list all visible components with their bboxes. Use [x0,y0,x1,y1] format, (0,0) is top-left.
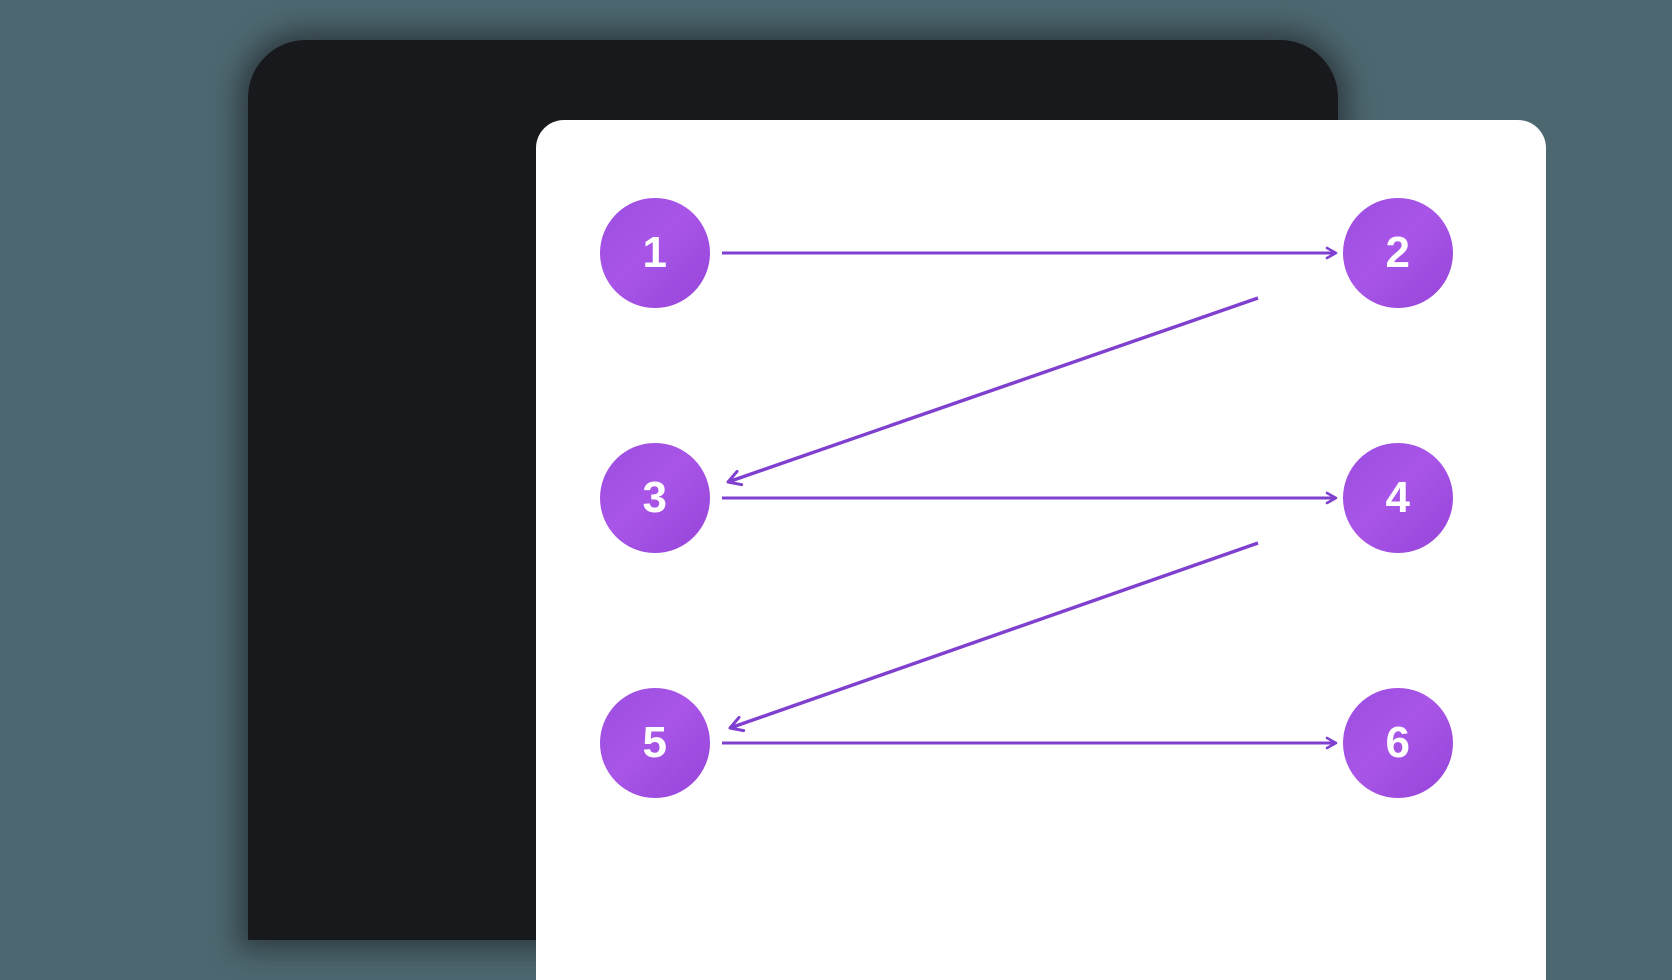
node-label-4: 4 [1385,473,1411,522]
edge-layer [722,246,1338,750]
device-screen: 1 2 3 4 5 6 [536,120,1546,980]
node-label-1: 1 [642,228,668,277]
diagram-canvas: 1 2 3 4 5 6 [536,120,1546,980]
device-frame: 1 2 3 4 5 6 [248,40,1546,980]
graph-node-5[interactable]: 5 [600,688,710,798]
graph-node-4[interactable]: 4 [1343,443,1453,553]
edge-4-to-5 [728,541,1259,733]
edge-2-to-3 [726,296,1259,487]
graph-node-3[interactable]: 3 [600,443,710,553]
graph-node-2[interactable]: 2 [1343,198,1453,308]
node-label-3: 3 [642,473,668,522]
graph-node-6[interactable]: 6 [1343,688,1453,798]
node-label-2: 2 [1385,228,1411,277]
graph-node-1[interactable]: 1 [600,198,710,308]
node-label-6: 6 [1385,718,1411,767]
node-label-5: 5 [642,718,668,767]
